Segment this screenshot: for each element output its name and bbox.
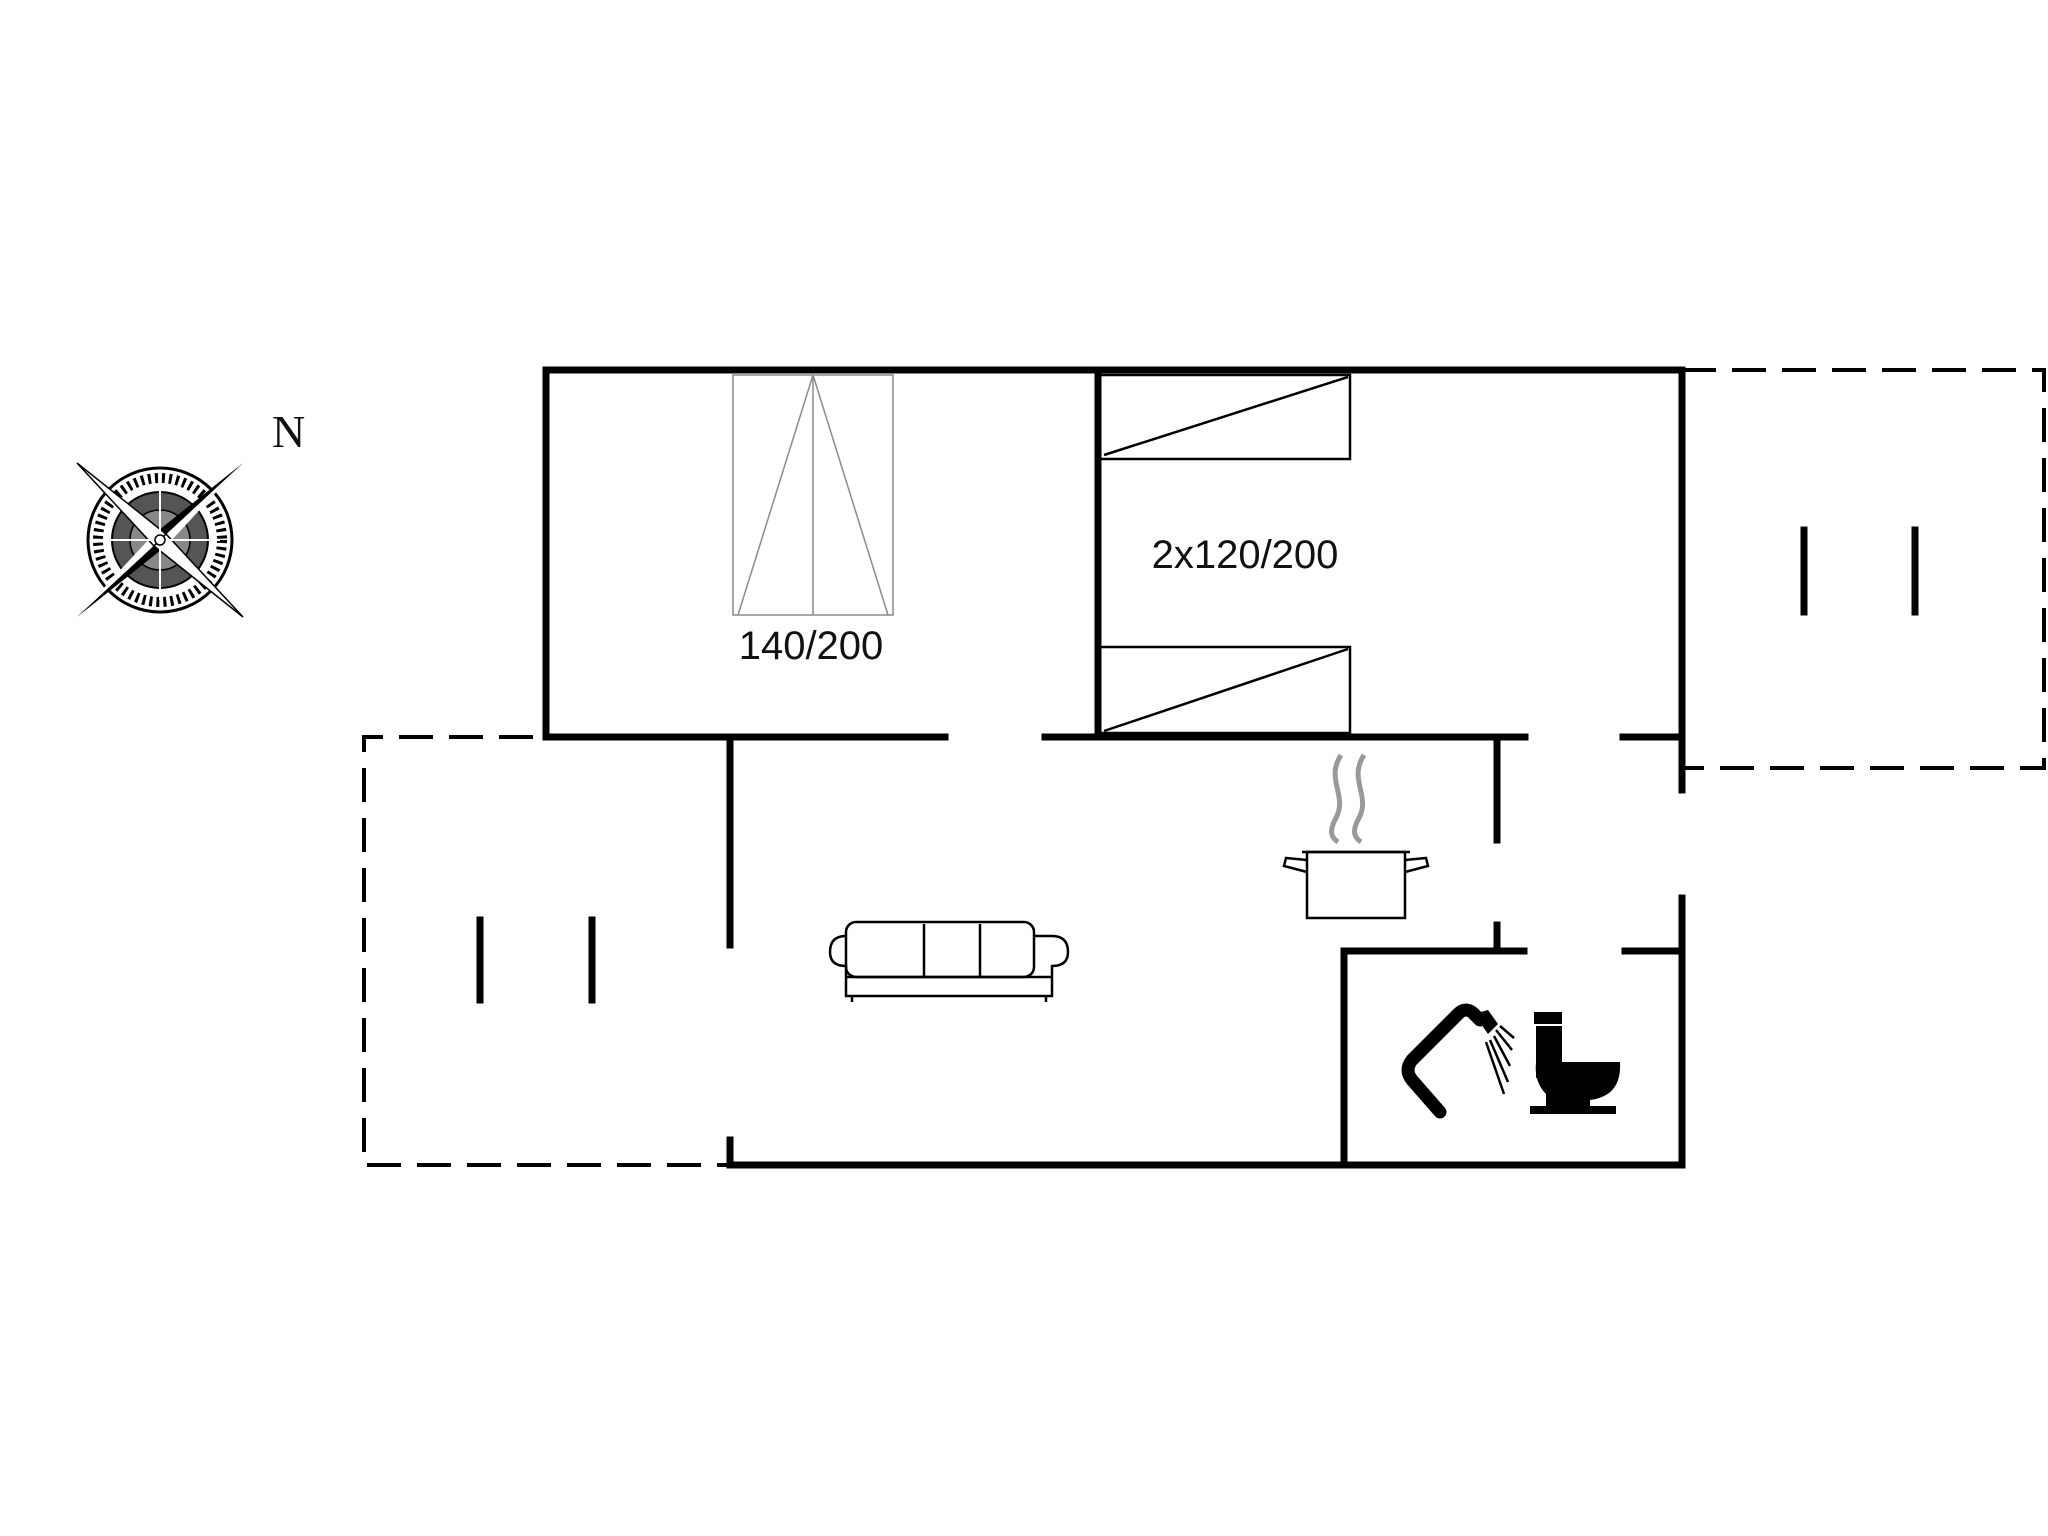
- terrace-west: [362, 735, 733, 1167]
- sofa-icon: [828, 920, 1070, 1002]
- single-bed-upper: [1098, 373, 1352, 461]
- compass-rose-icon: [76, 462, 244, 618]
- walls: [542, 366, 1686, 1169]
- bed-size-label-bedroom-2: 2x120/200: [1152, 533, 1339, 577]
- toilet-icon: [1530, 1012, 1621, 1114]
- north-label: N: [272, 406, 305, 457]
- single-bed-lower: [1098, 645, 1352, 735]
- terrace-east: [1682, 368, 2046, 770]
- shower-icon: [1401, 1003, 1515, 1119]
- bed-size-label-bedroom-1: 140/200: [739, 624, 884, 668]
- double-bed: [732, 374, 894, 616]
- cooking-pot-icon: [1282, 753, 1430, 920]
